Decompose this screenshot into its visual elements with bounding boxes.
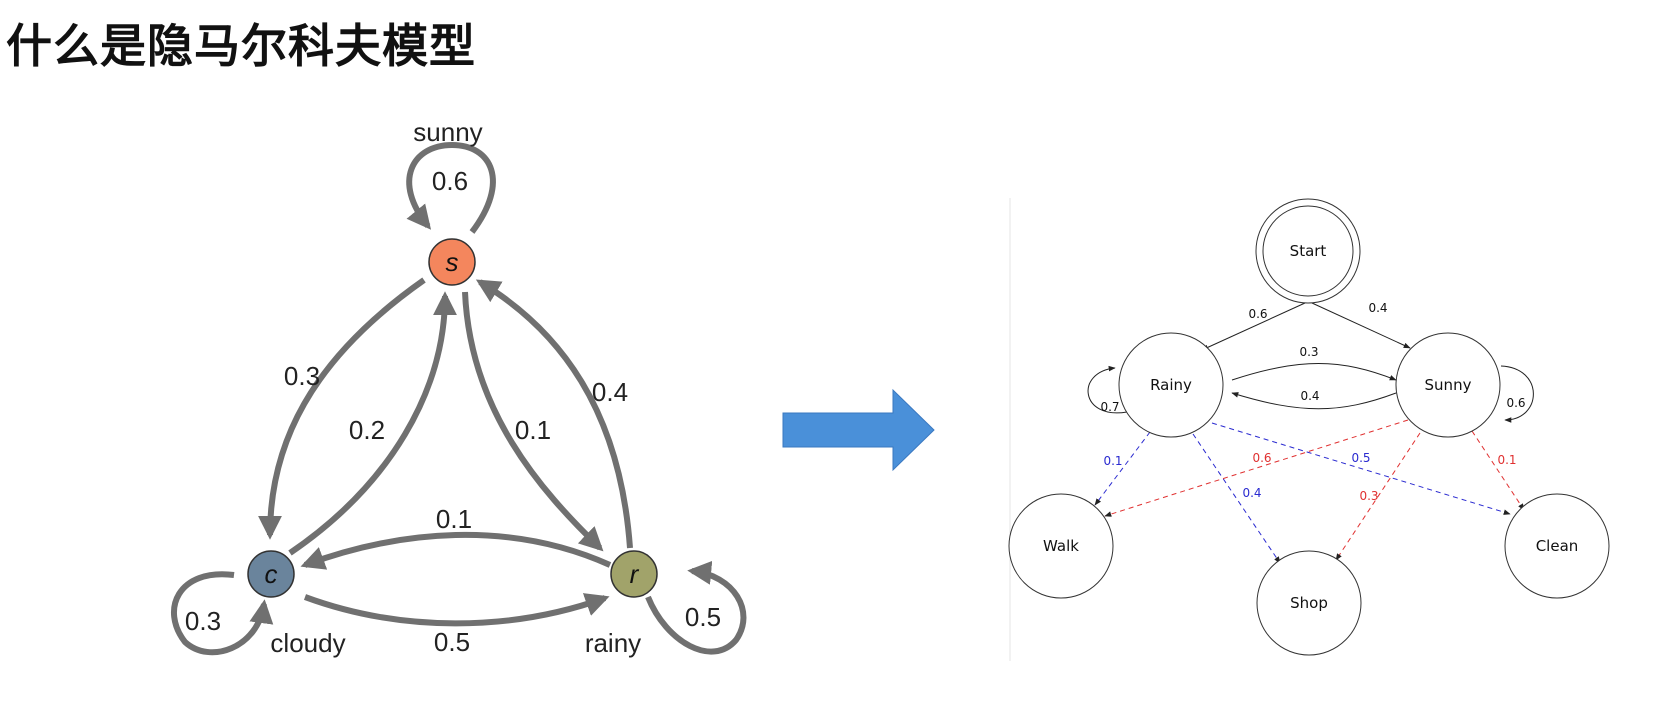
node-clean: [1504, 493, 1610, 599]
right-arrow: [782, 388, 935, 472]
state-circle-rainy: [610, 550, 658, 598]
prob-sunny-to-rainy: 0.4: [1300, 389, 1319, 403]
edge-sunny-to-cloudy: [258, 277, 426, 540]
state-node-cloudy: c: [247, 550, 295, 598]
prob-rainy-walk: 0.1: [1103, 454, 1122, 468]
prob-rainy-to-sunny: 0.3: [1299, 345, 1318, 359]
prob-label-cloudy-self: 0.3: [185, 606, 221, 636]
emission-sunny-walk: [1104, 419, 1409, 517]
edge-sunny-self: [1500, 365, 1534, 423]
state-circle-sunny: [428, 238, 476, 286]
node-label-clean: Clean: [1536, 537, 1579, 555]
edge-cloudy-to-sunny: [288, 291, 457, 556]
state-node-rainy: r: [610, 550, 658, 598]
node-label-rainy: Rainy: [1150, 376, 1192, 394]
edge-start-to-rainy: [1201, 302, 1306, 351]
node-shop: [1256, 550, 1362, 656]
edge-rainy-self: [1087, 365, 1128, 414]
prob-label-rainy-self: 0.5: [685, 602, 721, 632]
state-letter-r: r: [630, 559, 640, 589]
edge-cloudy-self: [171, 571, 274, 656]
prob-sunny-shop: 0.3: [1359, 489, 1378, 503]
node-label-shop: Shop: [1290, 594, 1328, 612]
state-name-cloudy: cloudy: [270, 628, 345, 658]
node-sunny: [1395, 332, 1501, 438]
prob-rainy-self: 0.7: [1100, 400, 1119, 414]
state-letter-c: c: [265, 559, 278, 589]
edge-cloudy-to-rainy: [303, 593, 610, 627]
markov-chain-diagram: s c r sunny cloudy rainy 0.6 0.3 0.2 0.1…: [171, 117, 747, 658]
emission-sunny-clean: [1471, 430, 1525, 511]
edge-sunny-to-rainy: [462, 291, 604, 552]
edge-rainy-self: [645, 560, 747, 655]
node-walk: [1008, 493, 1114, 599]
emission-rainy-clean: [1211, 422, 1511, 515]
prob-start-sunny: 0.4: [1368, 301, 1387, 315]
page-title: 什么是隐马尔科夫模型: [6, 19, 476, 73]
prob-label-cloudy-to-rainy: 0.5: [434, 627, 470, 657]
node-start-inner: [1262, 205, 1354, 297]
emission-sunny-shop: [1335, 432, 1421, 561]
prob-label-rainy-to-cloudy: 0.1: [436, 504, 472, 534]
edge-sunny-to-rainy: [1231, 392, 1397, 410]
edge-rainy-to-cloudy: [300, 531, 612, 570]
prob-label-rainy-to-sunny: 0.4: [592, 377, 628, 407]
prob-rainy-clean: 0.5: [1351, 451, 1370, 465]
node-rainy: [1118, 332, 1224, 438]
emission-rainy-shop: [1192, 433, 1281, 564]
prob-sunny-self: 0.6: [1506, 396, 1525, 410]
state-circle-cloudy: [247, 550, 295, 598]
state-name-sunny: sunny: [413, 117, 482, 147]
prob-start-rainy: 0.6: [1248, 307, 1267, 321]
node-label-walk: Walk: [1043, 537, 1079, 555]
emission-rainy-walk: [1094, 431, 1151, 506]
edge-sunny-self: [406, 141, 496, 234]
edge-start-to-sunny: [1311, 302, 1411, 349]
prob-sunny-clean: 0.1: [1497, 453, 1516, 467]
node-label-sunny: Sunny: [1425, 376, 1472, 394]
state-letter-s: s: [446, 247, 459, 277]
prob-label-cloudy-to-sunny: 0.2: [349, 415, 385, 445]
state-name-rainy: rainy: [585, 628, 641, 658]
hmm-diagram: Start Rainy Sunny Walk Shop Clean 0.6 0.…: [1008, 198, 1642, 661]
edge-rainy-to-sunny: [475, 279, 633, 549]
prob-sunny-walk: 0.6: [1252, 451, 1271, 465]
state-node-sunny: s: [428, 238, 476, 286]
node-label-start: Start: [1290, 242, 1327, 260]
prob-label-sunny-to-cloudy: 0.3: [284, 361, 320, 391]
prob-label-sunny-self: 0.6: [432, 166, 468, 196]
edge-rainy-to-sunny: [1231, 363, 1397, 381]
prob-label-sunny-to-rainy: 0.1: [515, 415, 551, 445]
prob-rainy-shop: 0.4: [1242, 486, 1261, 500]
